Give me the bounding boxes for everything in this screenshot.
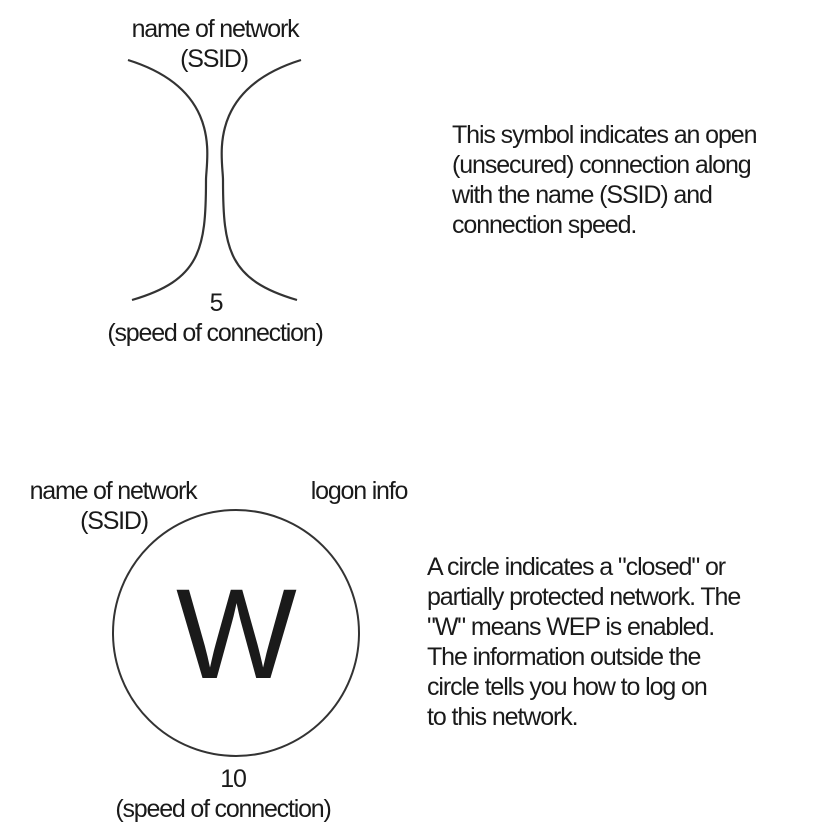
closed-network-logon-label: logon info	[310, 477, 409, 505]
open-symbol-right-arc	[220, 58, 302, 302]
closed-network-name-label: name of network	[29, 477, 198, 505]
closed-network-speed-label: (speed of connection)	[115, 795, 331, 823]
closed-network-speed-value: 10	[220, 765, 247, 793]
open-network-ssid-label: (SSID)	[180, 45, 249, 73]
open-network-speed-value: 5	[209, 289, 224, 317]
open-symbol-left-arc	[127, 58, 209, 302]
open-network-description: This symbol indicates an open (unsecured…	[452, 121, 758, 239]
closed-network-description: A circle indicates a "closed" or partial…	[427, 553, 741, 731]
open-network-speed-label: (speed of connection)	[107, 319, 323, 347]
closed-network-ssid-label: (SSID)	[80, 507, 149, 535]
open-network-name-label: name of network	[131, 15, 300, 43]
closed-symbol-circle	[112, 509, 360, 757]
wep-letter-icon: W	[176, 563, 297, 706]
